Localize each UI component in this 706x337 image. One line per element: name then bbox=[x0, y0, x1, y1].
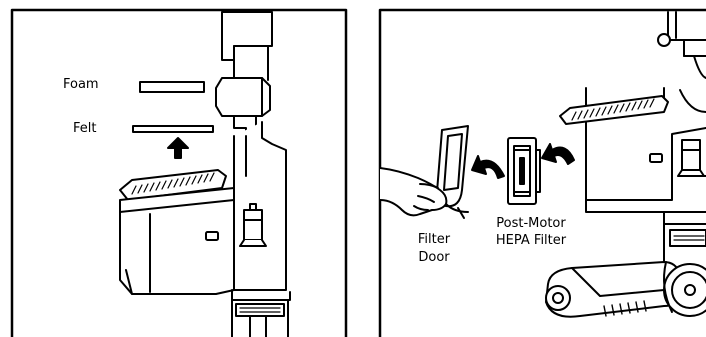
handle-tube bbox=[221, 11, 273, 61]
foam-filter bbox=[139, 81, 205, 93]
release-button bbox=[205, 231, 219, 241]
dust-cup-lid bbox=[119, 169, 227, 201]
filter-door bbox=[435, 125, 469, 219]
lower-base bbox=[231, 299, 289, 337]
filter-door-label: Filter Door bbox=[404, 232, 464, 266]
hepa-filter-label-line1: Post-Motor bbox=[496, 216, 566, 231]
left-panel bbox=[10, 8, 348, 337]
remove-arrow-door bbox=[471, 155, 505, 179]
lid-grip bbox=[131, 172, 215, 195]
left-panel-frame bbox=[10, 8, 348, 337]
hepa-filter bbox=[507, 137, 541, 205]
tube-knob bbox=[657, 33, 671, 47]
filter-door-label-line1: Filter bbox=[417, 232, 451, 247]
hepa-filter-label-line2: HEPA Filter bbox=[495, 233, 567, 248]
motor-lid-grip bbox=[571, 98, 655, 121]
felt-label: Felt bbox=[73, 121, 97, 136]
remove-arrow-hepa bbox=[541, 143, 575, 165]
foam-label: Foam bbox=[63, 77, 99, 92]
dust-cup bbox=[119, 187, 235, 295]
floor-head-tread bbox=[603, 300, 647, 317]
motor-lid bbox=[559, 95, 669, 125]
motor-latch-knob bbox=[681, 139, 701, 171]
main-body bbox=[233, 121, 287, 291]
lower-column bbox=[663, 211, 706, 263]
latch-knob bbox=[243, 209, 263, 241]
right-panel-frame bbox=[378, 8, 706, 337]
insert-arrow bbox=[167, 137, 189, 159]
hand bbox=[379, 167, 469, 217]
upper-tube bbox=[667, 11, 706, 41]
motor-release-button bbox=[649, 153, 663, 163]
felt-filter bbox=[132, 125, 214, 133]
right-panel bbox=[378, 8, 706, 337]
hepa-filter-label: Post-Motor HEPA Filter bbox=[476, 216, 586, 249]
filter-door-label-line2: Door bbox=[418, 250, 450, 265]
